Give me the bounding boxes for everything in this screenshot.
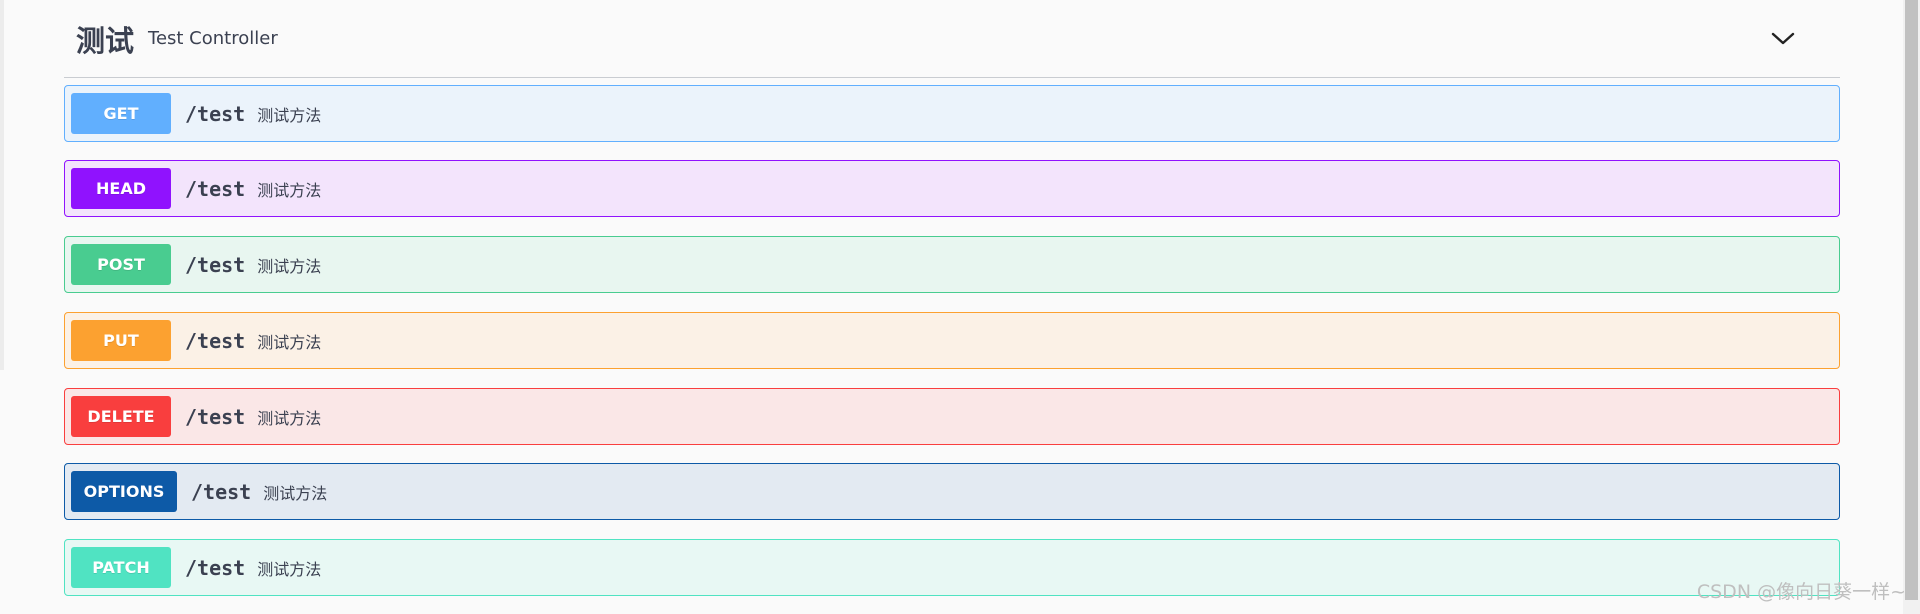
operation-summary: 测试方法 [257, 408, 322, 428]
operation-head[interactable]: HEAD /test 测试方法 [64, 160, 1840, 217]
operation-path: /test [185, 555, 246, 580]
operation-summary: 测试方法 [263, 483, 328, 503]
method-badge: HEAD [71, 168, 171, 209]
operation-options[interactable]: OPTIONS /test 测试方法 [64, 463, 1840, 520]
tag-title: 测试 [76, 23, 135, 58]
operation-summary: 测试方法 [257, 180, 322, 200]
tag-section-header[interactable]: 测试 Test Controller [64, 0, 1840, 78]
chevron-down-icon[interactable] [1770, 29, 1796, 47]
watermark: CSDN @像向日葵一样~ [1696, 581, 1906, 603]
method-badge: OPTIONS [71, 471, 177, 512]
scrollbar-thumb[interactable] [1905, 0, 1918, 600]
left-edge-strip [0, 0, 4, 370]
operation-summary: 测试方法 [257, 256, 322, 276]
operation-summary: 测试方法 [257, 559, 322, 579]
operation-path: /test [185, 328, 246, 353]
operation-get[interactable]: GET /test 测试方法 [64, 85, 1840, 142]
operation-delete[interactable]: DELETE /test 测试方法 [64, 388, 1840, 445]
method-badge: DELETE [71, 396, 171, 437]
operation-summary: 测试方法 [257, 105, 322, 125]
method-badge: PUT [71, 320, 171, 361]
operation-path: /test [185, 176, 246, 201]
tag-description: Test Controller [148, 28, 278, 49]
method-badge: PATCH [71, 547, 171, 588]
operation-summary: 测试方法 [257, 332, 322, 352]
operation-post[interactable]: POST /test 测试方法 [64, 236, 1840, 293]
method-badge: POST [71, 244, 171, 285]
operation-path: /test [185, 404, 246, 429]
operation-path: /test [191, 479, 252, 504]
scrollbar-track[interactable] [1903, 0, 1920, 614]
operation-path: /test [185, 101, 246, 126]
operation-path: /test [185, 252, 246, 277]
method-badge: GET [71, 93, 171, 134]
operation-put[interactable]: PUT /test 测试方法 [64, 312, 1840, 369]
operation-patch[interactable]: PATCH /test 测试方法 [64, 539, 1840, 596]
